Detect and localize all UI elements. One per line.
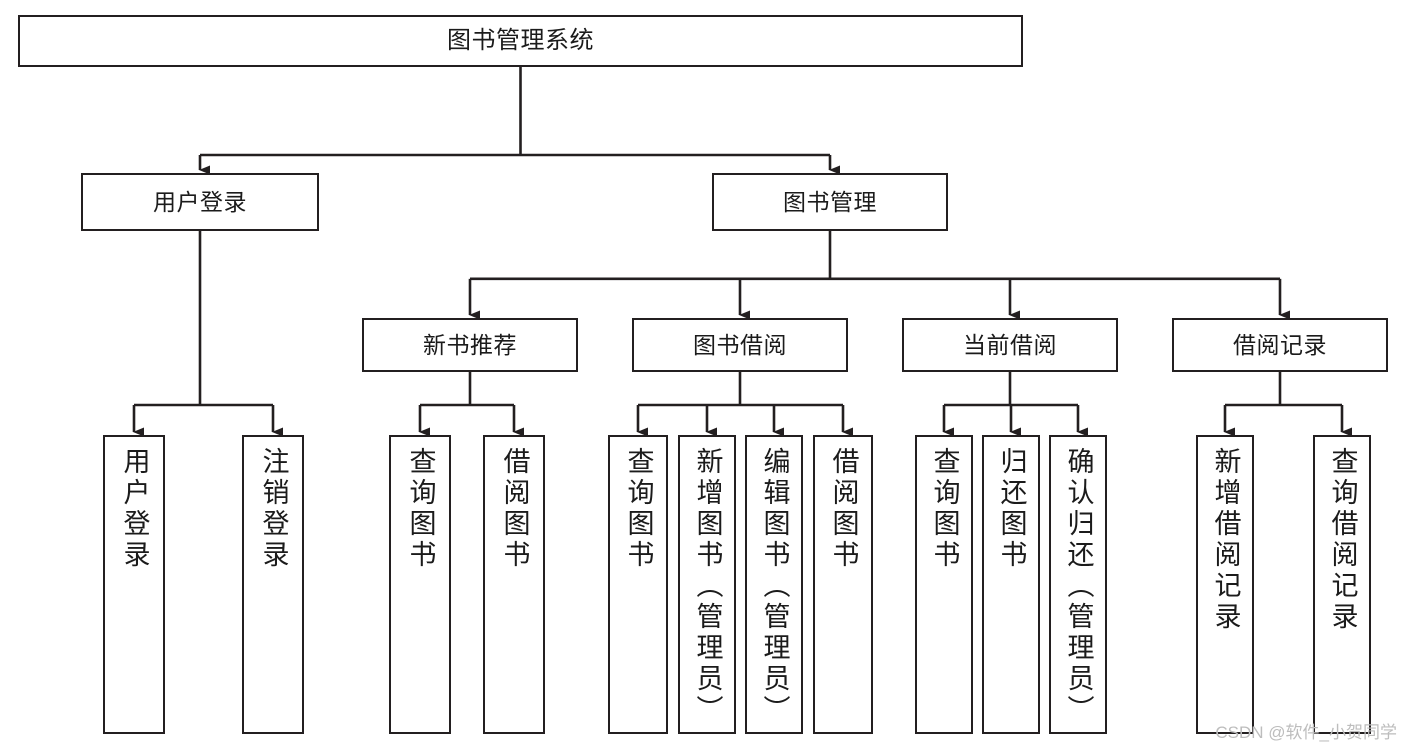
node-leaf-cur-return-book[interactable]: 归还图书 (982, 435, 1040, 734)
node-new-book-recommend-label: 新书推荐 (423, 331, 517, 358)
node-leaf-borrow-edit-book[interactable]: 编辑图书（管理员） (745, 435, 803, 734)
node-leaf-cur-query-book-label: 查询图书 (929, 447, 960, 571)
node-book-borrow-label: 图书借阅 (693, 331, 787, 358)
node-leaf-cur-query-book[interactable]: 查询图书 (915, 435, 973, 734)
node-leaf-rec-query-book[interactable]: 查询图书 (389, 435, 451, 734)
node-root[interactable]: 图书管理系统 (18, 15, 1023, 67)
node-leaf-user-login[interactable]: 用户登录 (103, 435, 165, 734)
node-leaf-user-logout-label: 注销登录 (258, 447, 289, 571)
node-book-manage-label: 图书管理 (783, 188, 877, 215)
node-current-borrow-label: 当前借阅 (963, 331, 1057, 358)
node-borrow-record-label: 借阅记录 (1233, 331, 1327, 358)
node-leaf-rec-add-record-label: 新增借阅记录 (1210, 447, 1241, 633)
node-leaf-borrow-query-book-label: 查询图书 (623, 447, 654, 571)
node-leaf-user-login-label: 用户登录 (119, 447, 150, 571)
node-leaf-borrow-borrow-book-label: 借阅图书 (828, 447, 859, 571)
node-root-label: 图书管理系统 (447, 27, 594, 55)
node-leaf-user-logout[interactable]: 注销登录 (242, 435, 304, 734)
csdn-watermark: CSDN @软件_小贺同学 (1215, 723, 1397, 742)
node-leaf-borrow-borrow-book[interactable]: 借阅图书 (813, 435, 873, 734)
node-leaf-rec-borrow-book[interactable]: 借阅图书 (483, 435, 545, 734)
node-leaf-borrow-add-book[interactable]: 新增图书（管理员） (678, 435, 736, 734)
node-leaf-rec-query-record-label: 查询借阅记录 (1327, 447, 1358, 633)
node-leaf-rec-query-book-label: 查询图书 (405, 447, 436, 571)
node-leaf-borrow-query-book[interactable]: 查询图书 (608, 435, 668, 734)
node-book-borrow[interactable]: 图书借阅 (632, 318, 848, 372)
edge-paths (132, 67, 1352, 437)
node-book-manage[interactable]: 图书管理 (712, 173, 948, 231)
node-leaf-cur-return-book-label: 归还图书 (996, 447, 1027, 571)
node-leaf-cur-confirm-return-label: 确认归还（管理员） (1063, 447, 1094, 726)
node-leaf-borrow-add-book-label: 新增图书（管理员） (692, 447, 723, 726)
node-user-login-label: 用户登录 (153, 188, 247, 215)
node-leaf-rec-query-record[interactable]: 查询借阅记录 (1313, 435, 1371, 734)
node-new-book-recommend[interactable]: 新书推荐 (362, 318, 578, 372)
node-leaf-cur-confirm-return[interactable]: 确认归还（管理员） (1049, 435, 1107, 734)
node-leaf-rec-borrow-book-label: 借阅图书 (499, 447, 530, 571)
node-leaf-borrow-edit-book-label: 编辑图书（管理员） (759, 447, 790, 726)
node-user-login[interactable]: 用户登录 (81, 173, 319, 231)
node-current-borrow[interactable]: 当前借阅 (902, 318, 1118, 372)
node-leaf-rec-add-record[interactable]: 新增借阅记录 (1196, 435, 1254, 734)
node-borrow-record[interactable]: 借阅记录 (1172, 318, 1388, 372)
